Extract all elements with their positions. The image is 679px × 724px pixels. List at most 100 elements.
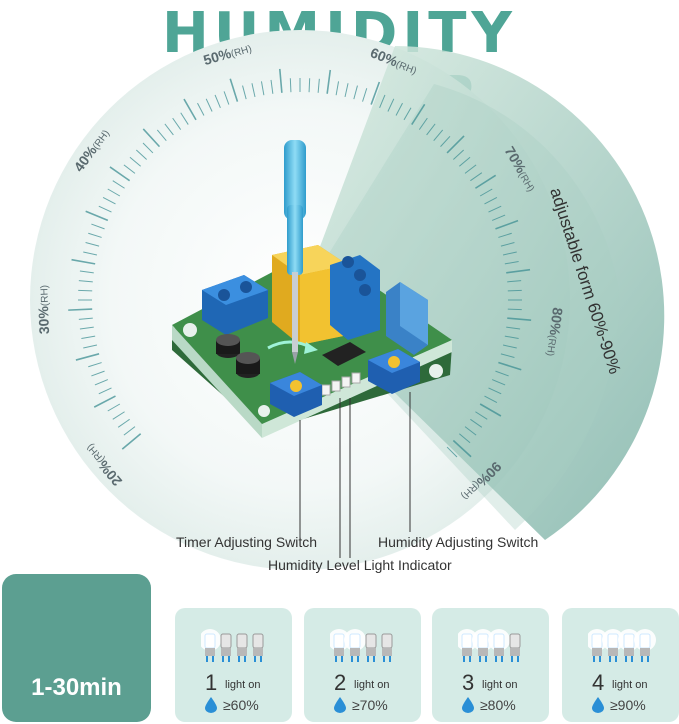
dial-tick: [495, 370, 509, 377]
dial-tick: [507, 280, 522, 283]
dial-tick: [353, 85, 358, 100]
dial-tick: [504, 335, 519, 340]
dial-tick: [102, 197, 116, 205]
dial-tick: [172, 117, 182, 130]
dial-tick: [123, 164, 136, 174]
led-base: [462, 648, 472, 656]
dial-tick: [504, 260, 519, 265]
dial-tick: [498, 361, 522, 371]
led-row: [456, 628, 526, 669]
dial-tick: [395, 102, 403, 116]
dial-tick: [112, 411, 125, 420]
light-on-label: light on: [612, 679, 648, 691]
light-on-label: light on: [354, 679, 390, 691]
led-base: [350, 648, 360, 656]
dial-tick: [85, 242, 100, 247]
led-off: [236, 633, 248, 649]
dial-tick: [426, 123, 436, 136]
dial-tick: [109, 166, 131, 182]
dial-tick: [71, 258, 96, 265]
dial-tick: [474, 174, 497, 189]
dial-tick: [142, 142, 154, 154]
dial-tick: [121, 433, 142, 450]
humidity-level-indicator-label: Humidity Level Light Indicator: [268, 557, 452, 573]
dial-tick: [81, 335, 96, 340]
light-on-label: light on: [225, 679, 261, 691]
led-base: [494, 648, 504, 656]
dial-tick: [260, 81, 265, 96]
dial-tick: [78, 289, 93, 292]
dial-tick: [484, 197, 498, 205]
dial-tick: [507, 308, 522, 311]
dial-tick: [370, 81, 381, 105]
dial-tick: [362, 88, 368, 102]
wedge-highlight: [300, 84, 620, 530]
dial-tick: [326, 69, 332, 94]
dial-tick: [83, 251, 98, 256]
led-on: [493, 633, 505, 649]
dial-tick: [251, 83, 256, 98]
led-on: [333, 633, 345, 649]
dial-tick: [379, 94, 386, 109]
dial-tick: [440, 135, 451, 147]
water-drop-icon: [205, 697, 217, 718]
led-row: [199, 628, 269, 669]
terminal-block-right: [330, 255, 380, 340]
dial-tick: [459, 156, 471, 167]
dial-label-unit: (RH): [544, 334, 558, 356]
dial-tick: [464, 164, 477, 174]
dial-tick: [197, 102, 205, 116]
dial-tick: [112, 180, 125, 189]
led-base: [334, 648, 344, 656]
dial-tick: [78, 280, 93, 283]
dial-label-unit: (RH): [39, 285, 51, 307]
board-leds: [321, 372, 361, 396]
led-base: [221, 648, 231, 656]
dial-tick: [507, 317, 532, 322]
dial-tick: [470, 418, 483, 428]
dial-tick: [205, 98, 213, 112]
dial-tick: [68, 308, 93, 311]
dial-tick: [502, 344, 517, 349]
dial-tick: [78, 317, 93, 320]
dial-tick: [387, 98, 395, 112]
dial-tick: [129, 156, 141, 167]
dial-tick: [484, 395, 498, 403]
dial-tick: [164, 123, 174, 136]
dial-tick: [180, 112, 189, 125]
dial-ticks: [68, 68, 532, 458]
led-on: [477, 633, 489, 649]
led-base: [510, 648, 520, 656]
light-count: 1: [205, 670, 218, 695]
timer-potentiometer: [270, 372, 322, 417]
dial-tick: [507, 289, 522, 292]
dial-tick: [223, 91, 230, 105]
timer-range-label: 1-30min: [31, 674, 122, 701]
dial-tick: [344, 83, 349, 98]
humidity-threshold: ≥90%: [610, 697, 646, 713]
dial-tick: [88, 362, 102, 368]
dial-tick: [433, 129, 444, 141]
dial-tick: [214, 94, 221, 109]
led-on: [591, 633, 603, 649]
led-off: [381, 633, 393, 649]
dial-tick: [83, 344, 98, 349]
dial-tick: [135, 149, 147, 160]
led-base: [366, 648, 376, 656]
dial-label: 30%(RH): [34, 285, 52, 335]
dial-tick: [98, 205, 112, 213]
led-base: [592, 648, 602, 656]
dial-tick: [506, 268, 531, 274]
dial-label-value: 50%: [201, 45, 233, 68]
led-on: [607, 633, 619, 649]
led-base: [478, 648, 488, 656]
dial-tick: [308, 78, 311, 93]
dial-tick: [470, 172, 483, 182]
dial-tick: [479, 188, 493, 197]
dial-tick: [500, 242, 515, 247]
adjustable-range-wedge: [300, 46, 665, 540]
led-base: [237, 648, 247, 656]
